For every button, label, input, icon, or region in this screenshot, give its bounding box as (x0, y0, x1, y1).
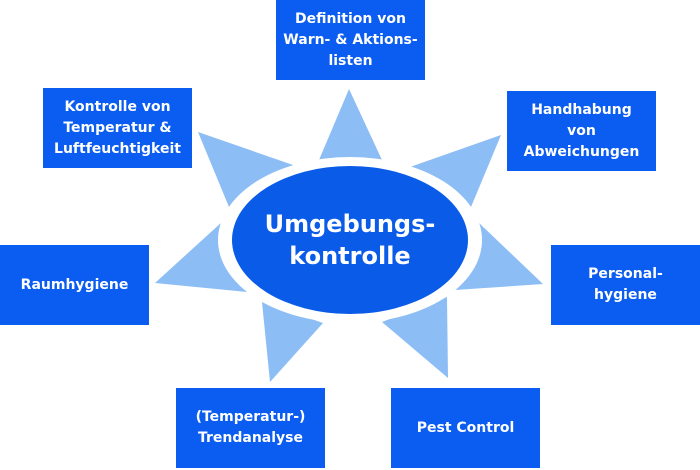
center-ellipse (232, 166, 468, 314)
ray-top-right (410, 135, 501, 207)
center-label: Umgebungs- kontrolle (264, 210, 436, 270)
node-warn-action-lists: Definition von Warn- & Aktions- listen (276, 0, 425, 80)
node-room-hygiene: Raumhygiene (0, 245, 149, 325)
node-temperature-humidity: Kontrolle von Temperatur & Luftfeuchtigk… (43, 88, 192, 168)
node-personal-hygiene: Personal- hygiene (551, 245, 700, 325)
ray-top-left (198, 132, 293, 207)
ray-bottom-right (382, 297, 448, 378)
node-trend-analysis: (Temperatur-) Trendanalyse (176, 388, 325, 468)
node-pest-control: Pest Control (391, 388, 540, 468)
ray-top (319, 89, 382, 160)
node-deviation-handling: Handhabung von Abweichungen (507, 91, 656, 171)
ray-bottom-left (262, 302, 323, 382)
